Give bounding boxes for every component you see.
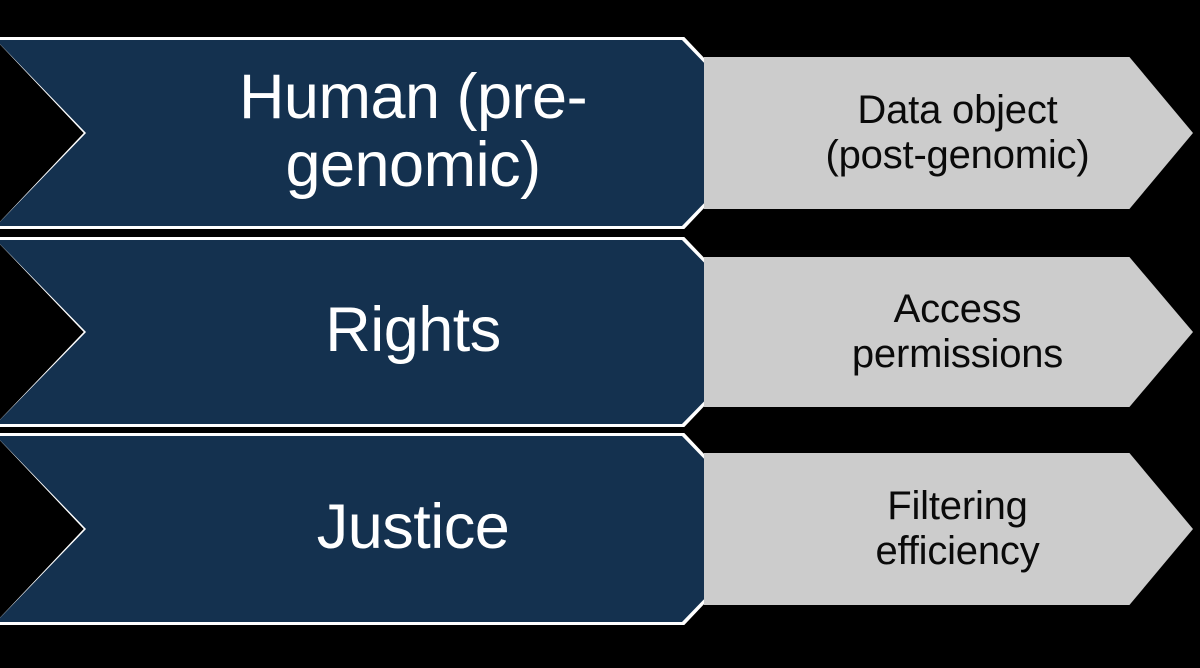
chevron-row: Justice Filtering efficiency xyxy=(0,433,1200,625)
secondary-chevron-label: Data object (post-genomic) xyxy=(825,88,1090,177)
secondary-chevron-filtering-efficiency[interactable]: Filtering efficiency xyxy=(704,453,1193,605)
chevron-row: Human (pre- genomic) Data object (post-g… xyxy=(0,37,1200,229)
secondary-chevron-label: Access permissions xyxy=(851,287,1064,376)
primary-chevron-rights[interactable]: Rights xyxy=(0,240,772,424)
primary-chevron-human-pre-genomic[interactable]: Human (pre- genomic) xyxy=(0,40,772,226)
primary-chevron-label: Rights xyxy=(325,294,501,365)
primary-chevron-label: Justice xyxy=(316,491,510,562)
primary-chevron-label: Human (pre- genomic) xyxy=(238,61,588,200)
chevron-row: Rights Access permissions xyxy=(0,237,1200,427)
secondary-chevron-label: Filtering efficiency xyxy=(875,484,1040,573)
secondary-chevron-data-object-post-genomic[interactable]: Data object (post-genomic) xyxy=(704,57,1193,209)
primary-chevron-justice[interactable]: Justice xyxy=(0,436,772,622)
secondary-chevron-access-permissions[interactable]: Access permissions xyxy=(704,257,1193,407)
